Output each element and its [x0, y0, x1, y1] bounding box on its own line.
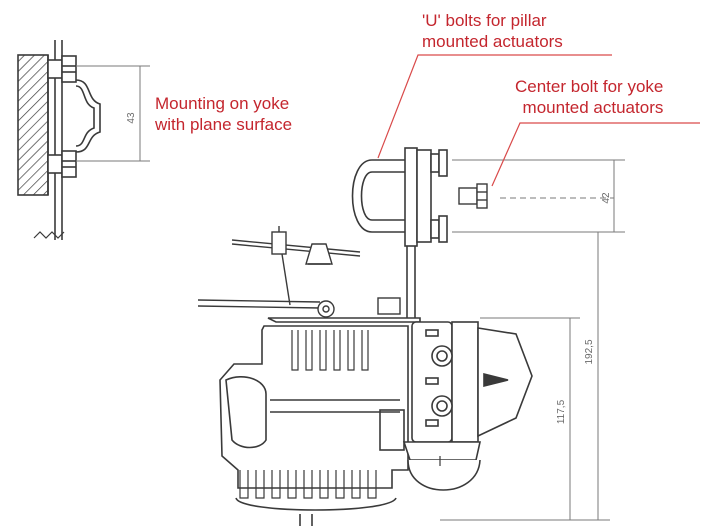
center-bolt-callout-line-1: Center bolt for yoke	[515, 77, 664, 96]
center-bolt	[458, 183, 488, 209]
center-bolt-leader	[491, 122, 700, 187]
dimension-42	[452, 159, 625, 233]
indicator-housing	[402, 321, 533, 491]
center-bolt-callout-line-2: mounted actuators	[522, 98, 664, 117]
u-bolt-callout: 'U' bolts for pillar mounted actuators	[422, 10, 563, 52]
cooling-fins-bottom	[239, 470, 377, 499]
yoke-plane-detail	[17, 40, 101, 240]
dimension-42-label: 42	[601, 192, 612, 204]
dimension-43	[76, 65, 150, 162]
yoke-section-hatched	[17, 54, 49, 196]
u-bolt-leader	[377, 54, 612, 159]
actuator-body	[219, 317, 421, 526]
dimension-192-5	[440, 232, 610, 521]
cooling-fins-top	[291, 330, 369, 371]
dimension-117-5	[480, 317, 580, 520]
center-bolt-callout: Center bolt for yoke mounted actuators	[515, 76, 663, 118]
yoke-plane-callout-line-2: with plane surface	[155, 115, 293, 134]
dimension-192-5-label: 192,5	[584, 339, 595, 364]
dimension-117-5-label: 117,5	[556, 399, 567, 424]
yoke-plane-callout-line-1: Mounting on yoke	[155, 94, 290, 113]
u-bolt	[351, 147, 448, 318]
dimension-43-label: 43	[126, 112, 137, 124]
u-bolt-callout-line-1: 'U' bolts for pillar	[422, 11, 547, 30]
yoke-plane-callout: Mounting on yoke with plane surface	[155, 93, 292, 135]
leader-lines	[377, 54, 700, 187]
u-bolt-callout-line-2: mounted actuators	[422, 32, 563, 51]
stem-parts	[197, 226, 401, 318]
